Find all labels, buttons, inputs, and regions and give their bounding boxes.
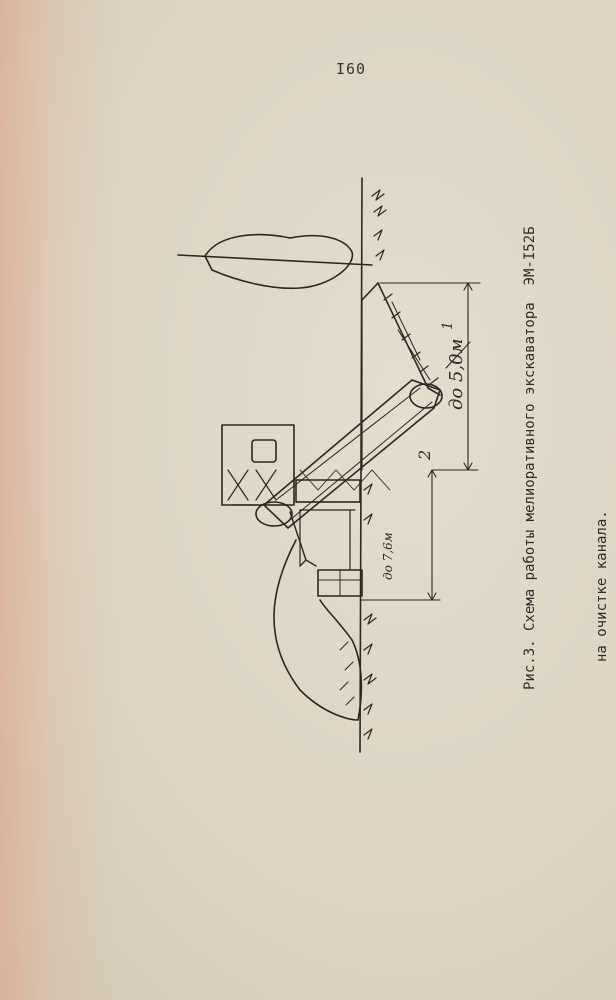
spoil-pile (273, 539, 363, 721)
caption-line-2: на очистке канала. (594, 510, 610, 662)
ground-line (359, 177, 363, 753)
dimension-depth-label: до 5,0м (446, 338, 467, 410)
canal-slope (377, 282, 441, 396)
dimension-height-label: до 7,6м (381, 532, 395, 580)
label-1: 1 (440, 321, 456, 330)
tree-crown (204, 233, 354, 290)
grass-tufts (371, 189, 387, 261)
page-number: I60 (336, 60, 367, 78)
figure-caption: Рис.3. Схема работы мелиоративного экска… (470, 226, 616, 690)
tree-trunk (177, 254, 373, 266)
excavator-chassis (295, 479, 361, 503)
label-2: 2 (415, 450, 434, 461)
caption-line-1: Рис.3. Схема работы мелиоративного экска… (522, 226, 538, 690)
